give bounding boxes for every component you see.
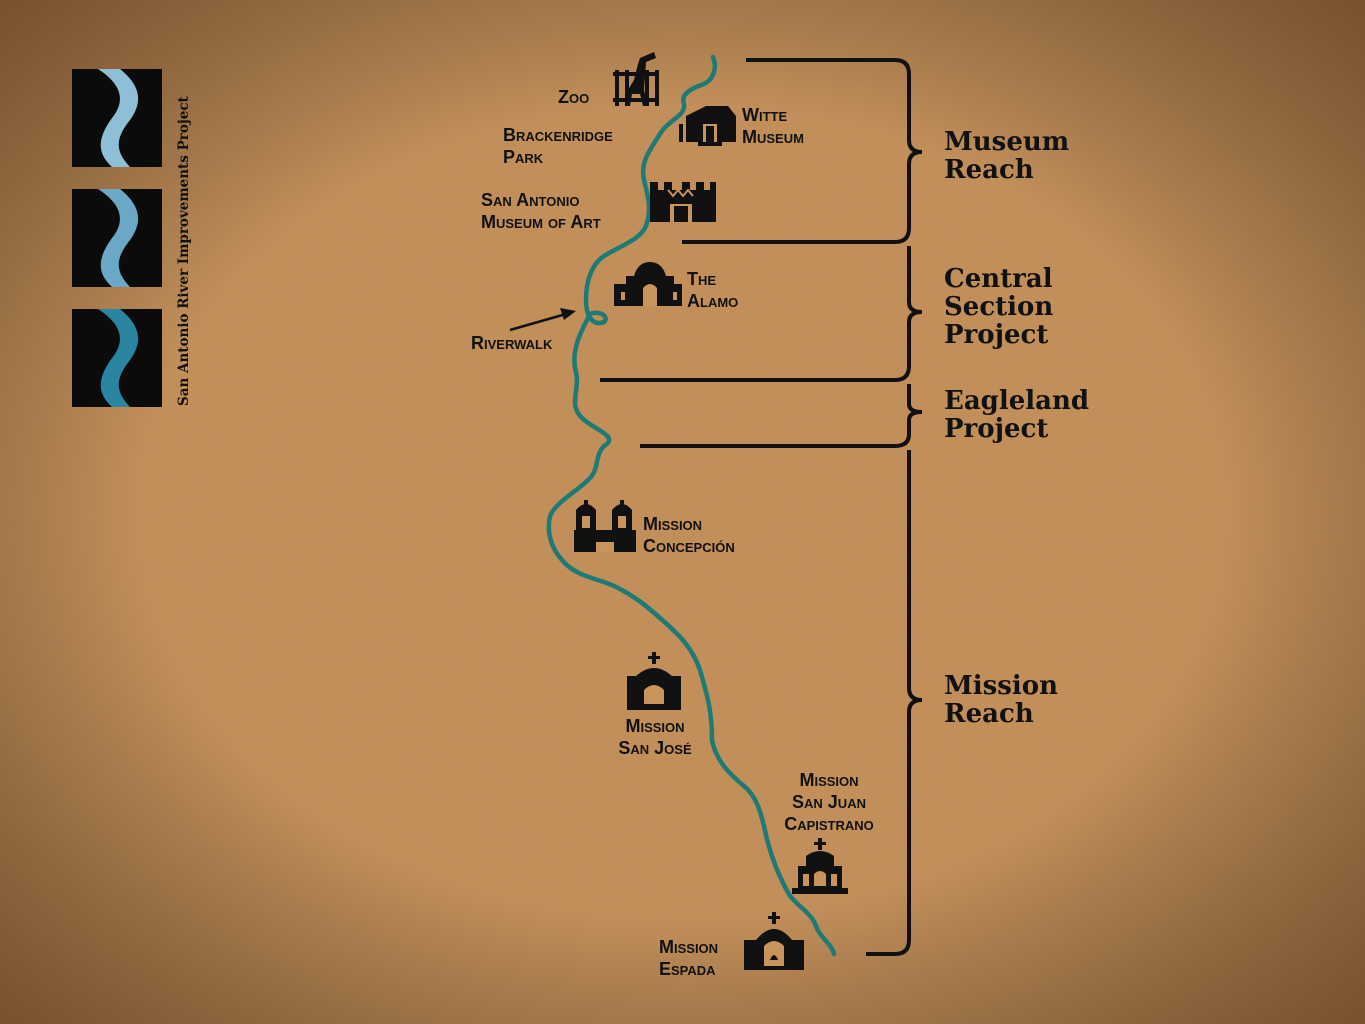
label-mission-espada: Mission Espada: [659, 937, 719, 979]
label-mission-san-juan-capistrano: Mission San Juan Capistrano: [784, 770, 874, 834]
twin-tower-church-icon: [574, 500, 636, 552]
domed-church-icon: [627, 652, 681, 710]
label-zoo: Zoo: [558, 87, 590, 107]
label-mission-san-jose: Mission San José: [618, 716, 692, 758]
san-antonio-river: [546, 54, 837, 957]
bell-chapel-icon: [744, 912, 804, 970]
museum-building-icon: [679, 106, 736, 146]
logo-panel-top: [72, 69, 162, 167]
label-the-alamo: The Alamo: [687, 269, 739, 311]
museum-reach-bracket: [682, 58, 923, 244]
reach-brackets: [600, 58, 923, 956]
logo-panel-bottom: [72, 309, 162, 407]
label-eagleland-project: Eagleland Project: [944, 386, 1090, 444]
eagleland-bracket: [640, 384, 923, 448]
label-museum-reach: Museum Reach: [944, 127, 1070, 185]
label-riverwalk: Riverwalk: [471, 333, 553, 353]
label-central-section-project: Central Section Project: [944, 264, 1054, 350]
label-mission-concepcion: Mission Concepción: [643, 514, 735, 556]
label-brackenridge-park: Brackenridge Park: [503, 125, 613, 167]
label-san-antonio-museum-of-art: San Antonio Museum of Art: [481, 190, 601, 232]
logo-panel-middle: [72, 189, 162, 287]
label-witte-museum: Witte Museum: [742, 105, 804, 147]
riverwalk-arrow: [509, 308, 576, 332]
central-section-bracket: [600, 246, 923, 382]
castle-icon: [650, 182, 716, 222]
bell-wall-church-icon: [792, 838, 848, 894]
alamo-icon: [614, 262, 682, 306]
mission-reach-bracket: [866, 450, 923, 956]
giraffe-fence-icon: [613, 52, 659, 106]
label-mission-reach: Mission Reach: [944, 671, 1059, 729]
